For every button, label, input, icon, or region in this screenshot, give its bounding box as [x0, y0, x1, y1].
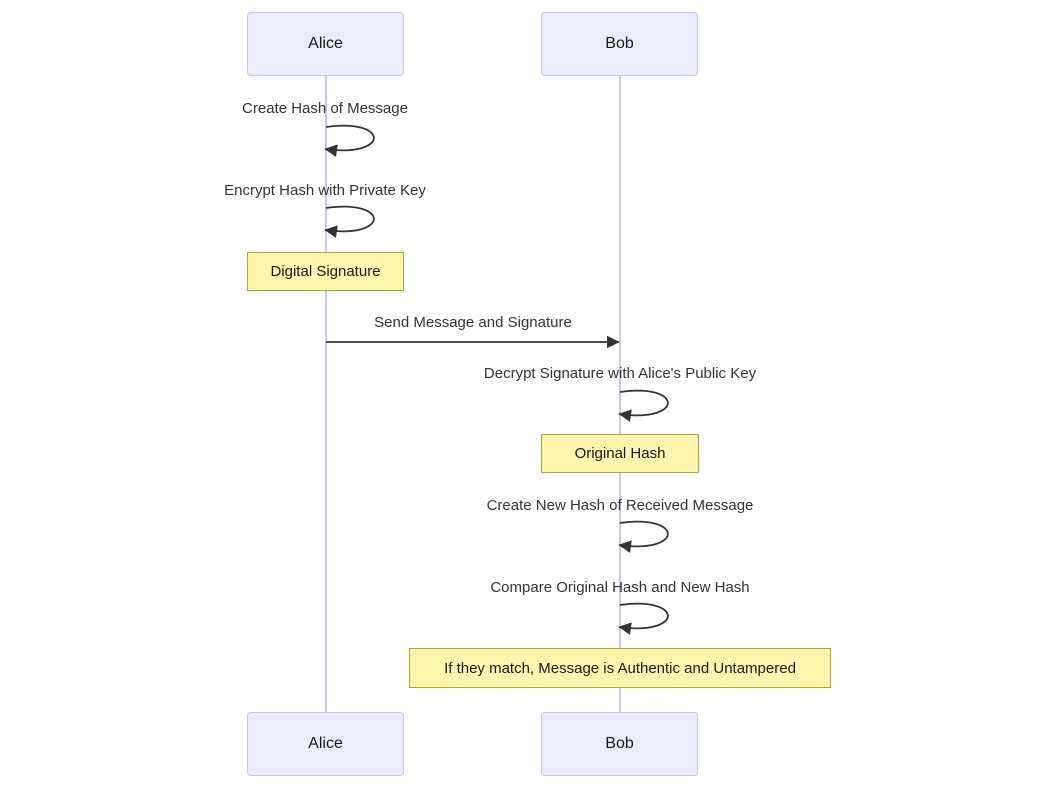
self-message-label-compare-hash: Compare Original Hash and New Hash — [490, 579, 750, 596]
self-message-label-encrypt-hash: Encrypt Hash with Private Key — [224, 182, 426, 199]
note-label: Digital Signature — [270, 263, 381, 280]
actor-bob-bottom: Bob — [541, 712, 698, 776]
actor-label: Bob — [605, 35, 634, 52]
actor-label: Alice — [308, 35, 343, 52]
self-arrow-encrypt-hash — [324, 205, 375, 238]
lifeline-bob — [619, 76, 621, 712]
self-message-label-new-hash: Create New Hash of Received Message — [486, 497, 754, 514]
self-message-label-create-hash: Create Hash of Message — [242, 100, 408, 117]
message-label-send-signature: Send Message and Signature — [374, 314, 572, 331]
note-digital-signature: Digital Signature — [247, 252, 404, 291]
actor-label: Bob — [605, 735, 634, 752]
note-original-hash: Original Hash — [541, 434, 699, 473]
note-label: If they match, Message is Authentic and … — [444, 659, 796, 677]
actor-alice-bottom: Alice — [247, 712, 404, 776]
self-arrow-decrypt-signature — [618, 389, 669, 422]
self-message-label-decrypt-signature: Decrypt Signature with Alice's Public Ke… — [483, 365, 757, 382]
actor-bob-top: Bob — [541, 12, 698, 76]
self-arrow-new-hash — [618, 520, 669, 553]
actor-alice-top: Alice — [247, 12, 404, 76]
note-match-authentic: If they match, Message is Authentic and … — [409, 648, 831, 688]
actor-label: Alice — [308, 735, 343, 752]
self-arrow-compare-hash — [618, 602, 669, 635]
lifeline-alice — [324, 76, 327, 712]
note-label: Original Hash — [574, 445, 666, 462]
self-arrow-create-hash — [324, 124, 375, 157]
